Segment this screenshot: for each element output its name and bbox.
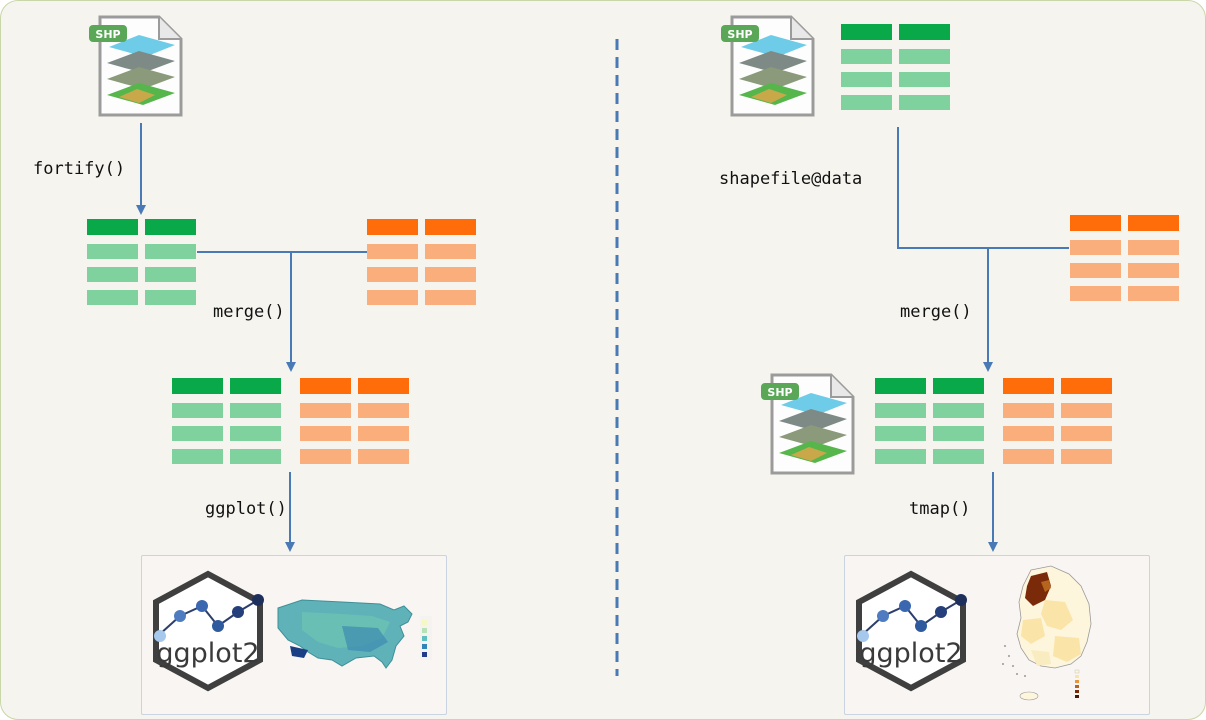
merged-table-green [172,378,281,472]
ggplot-output-graphic: ggplot2 [153,570,432,692]
tmap-output-panel: ggplot2 [844,555,1150,715]
ggplot-label: ggplot() [205,499,287,519]
shapefile-data-label: shapefile@data [719,169,863,189]
shapefile-data-table [841,24,950,118]
merged-table-orange-right [1003,378,1112,472]
shp-badge: SHP [95,28,120,41]
fortified-table [87,219,196,313]
ggplot2-logo-text: ggplot2 [156,638,259,669]
right-merge-label: merge() [900,302,972,322]
connector-right-data [897,127,1069,249]
ggplot-output-panel: ggplot2 [141,555,447,715]
ggplot2-logo-text-right: ggplot2 [859,638,962,669]
merged-table-green-right [875,378,984,472]
shapefile-icon-right: SHP [721,15,815,117]
attribute-table-right [1070,215,1179,309]
shp-badge-right-bottom: SHP [767,386,792,399]
shp-badge-right-top: SHP [727,28,752,41]
left-merge-label: merge() [213,302,285,322]
korea-choropleth-map [1002,565,1092,701]
attribute-table [367,219,476,313]
tmap-label: tmap() [909,499,971,519]
shapefile-icon-merged: SHP [761,373,855,475]
shapefile-icon: SHP [89,15,183,117]
tmap-output-graphic: ggplot2 [856,565,1092,701]
merged-table-orange [300,378,409,472]
fortify-label: fortify() [33,159,126,179]
